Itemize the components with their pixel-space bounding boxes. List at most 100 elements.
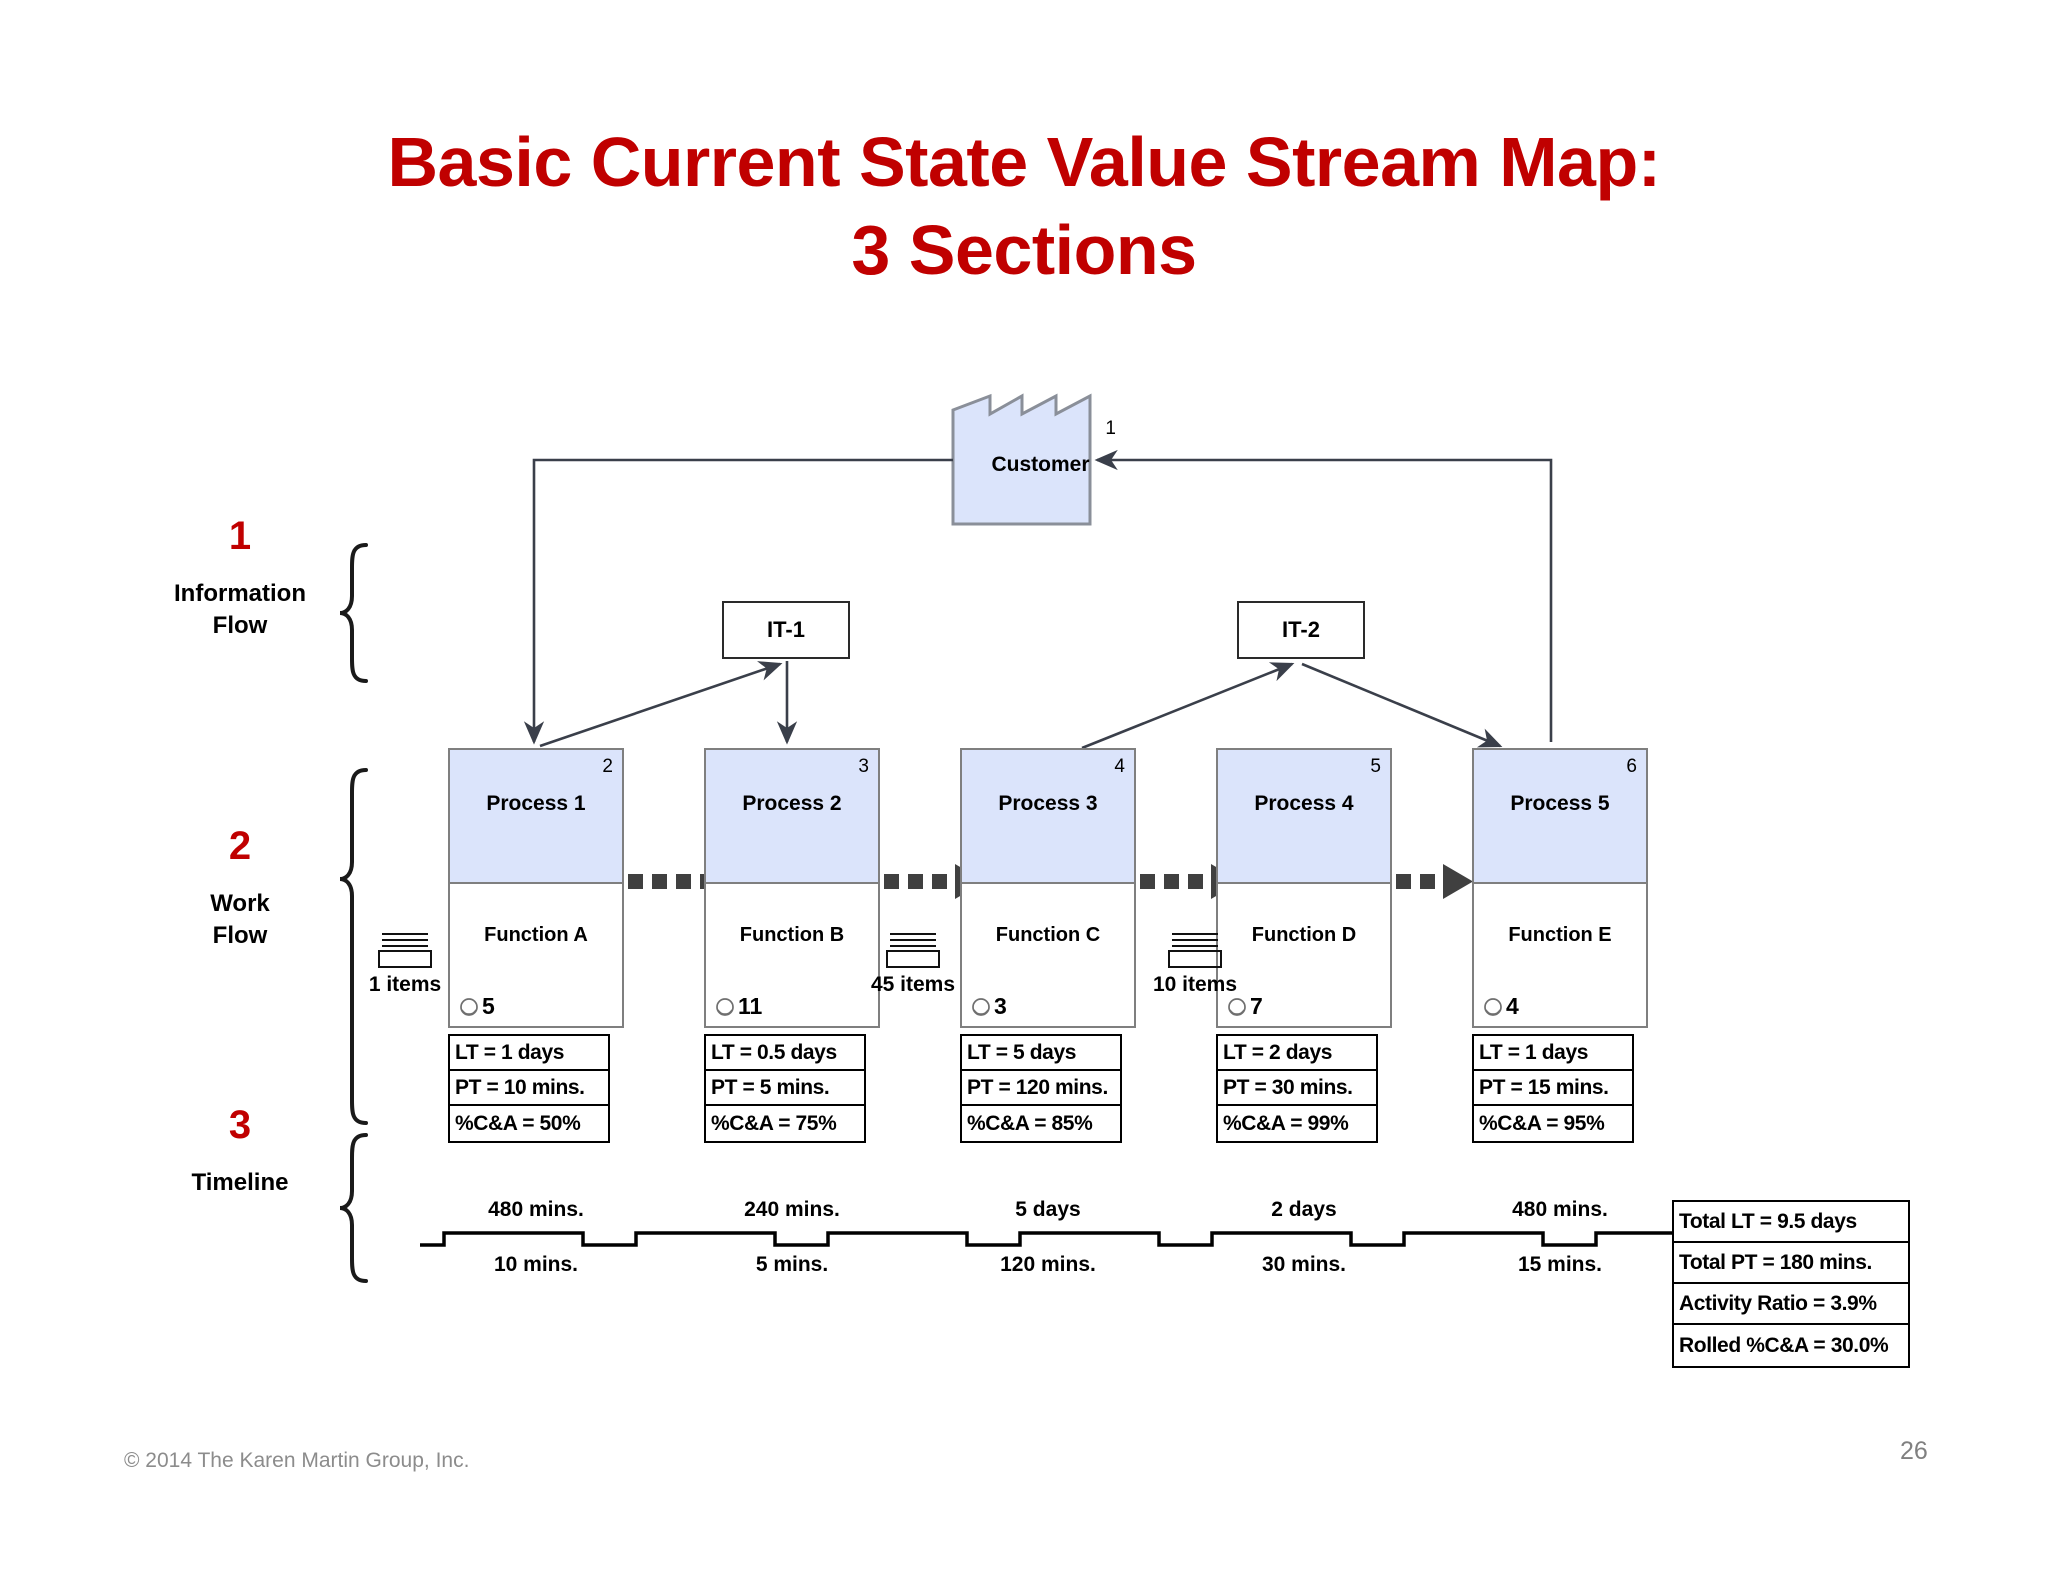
timeline-process-time-5: 15 mins. bbox=[1517, 1253, 1603, 1276]
process-function-name: Function D bbox=[1251, 924, 1357, 946]
staff-count-row: 4 bbox=[1482, 995, 1519, 1018]
section-label-information-flow: 1 Information Flow bbox=[110, 516, 370, 643]
inventory-stack-icon bbox=[1168, 933, 1222, 968]
process-box-number: 4 bbox=[1114, 756, 1125, 777]
summary-metrics-box: Total LT = 9.5 days Total PT = 180 mins.… bbox=[1672, 1200, 1910, 1368]
section-name-line-2: Flow bbox=[212, 922, 268, 950]
process-box-body: Function B 11 bbox=[706, 884, 878, 1026]
process-function-name: Function B bbox=[739, 924, 845, 946]
section-label-timeline: 3 Timeline bbox=[110, 1105, 370, 1199]
flow-it2-to-process5 bbox=[1301, 662, 1503, 748]
timeline-lead-time-1: 480 mins. bbox=[488, 1198, 584, 1221]
person-icon bbox=[1228, 997, 1246, 1016]
timeline-lead-time-3: 5 days bbox=[1015, 1198, 1081, 1221]
process-box-name: Process 3 bbox=[998, 792, 1098, 815]
metric-lead-time: LT = 0.5 days bbox=[706, 1036, 864, 1071]
staff-count-row: 7 bbox=[1226, 995, 1263, 1018]
timeline-process-time-1: 10 mins. bbox=[493, 1253, 579, 1276]
flow-process1-to-it1 bbox=[539, 661, 783, 748]
staff-count-value: 7 bbox=[1250, 993, 1263, 1019]
staff-count-value: 4 bbox=[1506, 993, 1519, 1019]
customer-factory-shape bbox=[951, 393, 1092, 526]
process-column-5: 6 Process 5 Function E 4 LT = 1 days PT … bbox=[1472, 748, 1648, 1143]
summary-activity-ratio: Activity Ratio = 3.9% bbox=[1674, 1284, 1908, 1325]
process-box-header: 4 Process 3 bbox=[962, 750, 1134, 884]
process-box-name: Process 1 bbox=[486, 792, 586, 815]
metric-lead-time: LT = 5 days bbox=[962, 1036, 1120, 1071]
staff-count-row: 5 bbox=[458, 995, 495, 1018]
brace-work-flow bbox=[339, 768, 368, 1125]
person-icon bbox=[972, 997, 990, 1016]
timeline-lead-time-4: 2 days bbox=[1271, 1198, 1337, 1221]
summary-total-lead-time: Total LT = 9.5 days bbox=[1674, 1202, 1908, 1243]
process-box[interactable]: 5 Process 4 Function D 7 bbox=[1216, 748, 1392, 1028]
metric-process-time: PT = 5 mins. bbox=[706, 1071, 864, 1106]
page-title: Basic Current State Value Stream Map: 3 … bbox=[0, 118, 2048, 294]
person-icon bbox=[1484, 997, 1502, 1016]
metric-process-time: PT = 120 mins. bbox=[962, 1071, 1120, 1106]
process-box[interactable]: 3 Process 2 Function B 11 bbox=[704, 748, 880, 1028]
section-name-line-1: Work bbox=[210, 890, 270, 917]
inventory-count-label: 45 items bbox=[870, 973, 956, 996]
staff-count-row: 3 bbox=[970, 995, 1007, 1018]
metric-process-time: PT = 30 mins. bbox=[1218, 1071, 1376, 1106]
section-number: 2 bbox=[228, 824, 252, 868]
timeline-process-time-3: 120 mins. bbox=[1000, 1253, 1096, 1276]
process-function-name: Function C bbox=[995, 924, 1101, 946]
process-box-header: 2 Process 1 bbox=[450, 750, 622, 884]
summary-total-process-time: Total PT = 180 mins. bbox=[1674, 1243, 1908, 1284]
process-box[interactable]: 2 Process 1 Function A 5 bbox=[448, 748, 624, 1028]
flow-process3-to-it2 bbox=[1081, 662, 1295, 750]
timeline-lead-time-5: 480 mins. bbox=[1512, 1198, 1608, 1221]
it-system-label: IT-1 bbox=[767, 617, 805, 642]
customer-node-label: Customer bbox=[991, 453, 1090, 476]
title-line-2: 3 Sections bbox=[851, 211, 1197, 290]
process-box-number: 2 bbox=[602, 756, 613, 777]
process-metrics-table: LT = 2 days PT = 30 mins. %C&A = 99% bbox=[1216, 1034, 1378, 1143]
process-column-1: 2 Process 1 Function A 5 LT = 1 days PT … bbox=[448, 748, 624, 1143]
it-system-label: IT-2 bbox=[1282, 617, 1320, 642]
brace-information-flow bbox=[339, 543, 368, 683]
staff-count-value: 3 bbox=[994, 993, 1007, 1019]
metric-lead-time: LT = 1 days bbox=[450, 1036, 608, 1071]
process-box-number: 5 bbox=[1370, 756, 1381, 777]
it-system-box-1[interactable]: IT-1 bbox=[722, 601, 850, 659]
process-column-3: 4 Process 3 Function C 3 LT = 5 days PT … bbox=[960, 748, 1136, 1143]
inventory-marker-2: 45 items bbox=[858, 930, 968, 997]
process-box[interactable]: 4 Process 3 Function C 3 bbox=[960, 748, 1136, 1028]
process-box-body: Function E 4 bbox=[1474, 884, 1646, 1026]
process-box-header: 5 Process 4 bbox=[1218, 750, 1390, 884]
brace-timeline bbox=[339, 1133, 368, 1283]
metric-complete-accurate: %C&A = 99% bbox=[1223, 1111, 1349, 1135]
inventory-count-label: 10 items bbox=[1152, 973, 1238, 996]
section-name-line-1: Timeline bbox=[191, 1169, 289, 1196]
staff-count-value: 5 bbox=[482, 993, 495, 1019]
process-box-body: Function D 7 bbox=[1218, 884, 1390, 1026]
metric-complete-accurate: %C&A = 75% bbox=[711, 1111, 837, 1135]
process-box-number: 6 bbox=[1626, 756, 1637, 777]
inventory-marker-3: 10 items bbox=[1140, 930, 1250, 997]
inventory-stack-icon bbox=[378, 933, 432, 968]
person-icon bbox=[716, 997, 734, 1016]
timeline-process-time-4: 30 mins. bbox=[1261, 1253, 1347, 1276]
process-metrics-table: LT = 5 days PT = 120 mins. %C&A = 85% bbox=[960, 1034, 1122, 1143]
process-box-header: 3 Process 2 bbox=[706, 750, 878, 884]
process-box-header: 6 Process 5 bbox=[1474, 750, 1646, 884]
staff-count-value: 11 bbox=[738, 993, 763, 1019]
person-icon bbox=[460, 997, 478, 1016]
timeline-process-time-2: 5 mins. bbox=[755, 1253, 829, 1276]
process-metrics-table: LT = 1 days PT = 15 mins. %C&A = 95% bbox=[1472, 1034, 1634, 1143]
metric-complete-accurate: %C&A = 95% bbox=[1479, 1111, 1605, 1135]
process-function-name: Function A bbox=[484, 924, 588, 946]
process-box-name: Process 2 bbox=[742, 792, 842, 815]
process-column-4: 5 Process 4 Function D 7 LT = 2 days PT … bbox=[1216, 748, 1392, 1143]
customer-node[interactable]: 1 Customer bbox=[953, 396, 1128, 524]
process-box[interactable]: 6 Process 5 Function E 4 bbox=[1472, 748, 1648, 1028]
process-column-2: 3 Process 2 Function B 11 LT = 0.5 days … bbox=[704, 748, 880, 1143]
it-system-box-2[interactable]: IT-2 bbox=[1237, 601, 1365, 659]
inventory-marker-1: 1 items bbox=[350, 930, 460, 997]
summary-rolled-complete-accurate: Rolled %C&A = 30.0% bbox=[1679, 1333, 1889, 1357]
process-box-body: Function C 3 bbox=[962, 884, 1134, 1026]
inventory-stack-icon bbox=[886, 933, 940, 968]
